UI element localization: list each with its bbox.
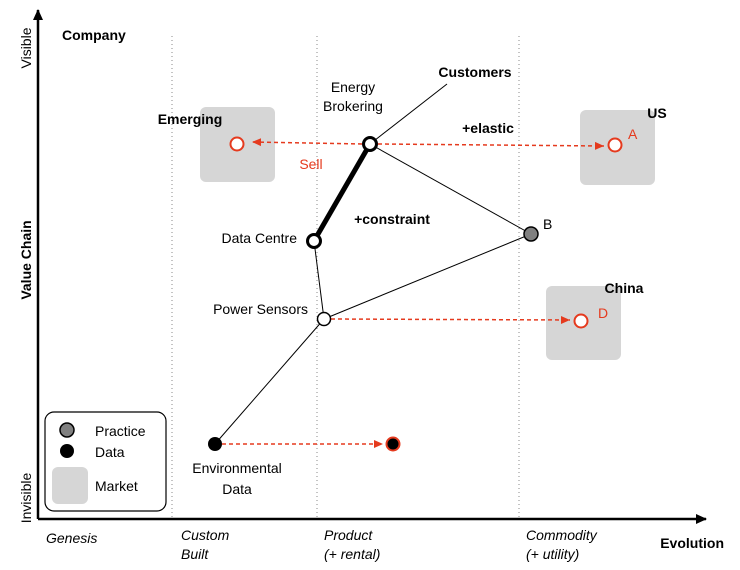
label-power-sensors: Power Sensors — [213, 301, 308, 317]
node-a-evolved[interactable] — [607, 137, 623, 153]
legend-market-icon — [52, 467, 88, 504]
label-energy-brokering-1: Energy — [331, 79, 375, 95]
y-axis-top-label: Visible — [18, 27, 34, 68]
stage-label-commodity-2: (+ utility) — [526, 546, 579, 562]
x-axis-label: Evolution — [660, 535, 724, 551]
label-b: B — [543, 216, 552, 232]
market-label-us: US — [647, 105, 666, 121]
annotation-elastic: +elastic — [462, 120, 514, 136]
label-environmental-data-2: Data — [222, 481, 252, 497]
label-energy-brokering-2: Brokering — [323, 98, 383, 114]
node-environmental-data[interactable] — [208, 437, 222, 451]
y-axis-label: Value Chain — [18, 220, 34, 299]
node-emerging-evolved[interactable] — [229, 136, 245, 152]
label-environmental-data-1: Environmental — [192, 460, 282, 476]
node-b-practice[interactable] — [523, 226, 539, 242]
move-arrow-to-emerging — [251, 138, 363, 147]
stage-label-custom-1: Custom — [181, 527, 230, 543]
link-energy-datacentre — [311, 142, 373, 243]
market-label-emerging: Emerging — [158, 111, 223, 127]
stage-label-product-2: (+ rental) — [324, 546, 380, 562]
label-customers: Customers — [438, 64, 511, 80]
link-customers-energy — [369, 83, 448, 145]
legend: Practice Data Market — [44, 411, 167, 512]
label-d: D — [598, 305, 608, 321]
link-powersensors-envdata — [214, 318, 325, 445]
node-d-evolved[interactable] — [573, 313, 589, 329]
node-energy-brokering[interactable] — [362, 136, 378, 152]
legend-practice-icon — [59, 422, 75, 438]
stage-label-genesis: Genesis — [46, 530, 97, 546]
stage-label-commodity-1: Commodity — [526, 527, 598, 543]
node-power-sensors[interactable] — [316, 311, 332, 327]
link-b-powersensors — [323, 233, 532, 320]
annotation-sell: Sell — [299, 156, 322, 172]
y-axis-bottom-label: Invisible — [18, 473, 34, 524]
stage-label-custom-2: Built — [181, 546, 209, 562]
market-label-china: China — [605, 280, 644, 296]
map-title: Company — [62, 27, 126, 43]
link-datacentre-powersensors — [313, 240, 325, 320]
node-data-centre[interactable] — [306, 233, 322, 249]
link-energy-b — [369, 143, 532, 235]
move-arrow-to-us — [377, 141, 605, 150]
legend-practice-label: Practice — [95, 423, 146, 439]
legend-data-label: Data — [95, 444, 125, 460]
stage-label-product-1: Product — [324, 527, 373, 543]
move-arrow-to-china — [330, 315, 571, 324]
legend-data-icon — [60, 444, 74, 458]
legend-market-label: Market — [95, 478, 138, 494]
node-envdata-evolved[interactable] — [385, 436, 401, 452]
annotation-constraint: +constraint — [354, 211, 430, 227]
label-data-centre: Data Centre — [222, 230, 298, 246]
label-a: A — [628, 126, 638, 142]
